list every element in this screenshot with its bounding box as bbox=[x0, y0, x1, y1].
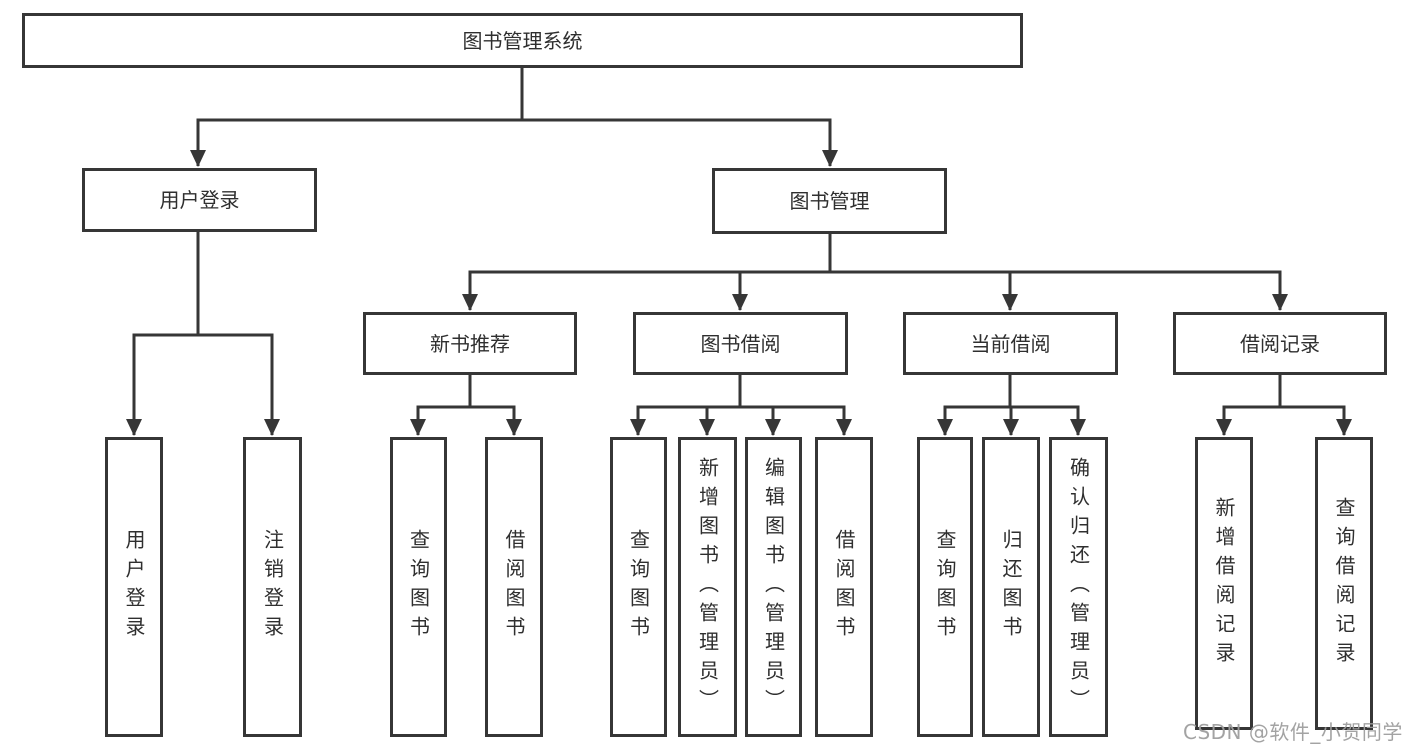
leaf-newrec-borrow-books: 借阅图书 bbox=[485, 437, 543, 737]
leaf-record-add-borrow-record: 新增借阅记录 bbox=[1195, 437, 1253, 730]
leaf-label: 归还图书 bbox=[999, 529, 1023, 645]
leaf-label: 确认归还（管理员） bbox=[1066, 456, 1091, 718]
leaf-borrow-edit-book-admin: 编辑图书（管理员） bbox=[745, 437, 802, 737]
leaf-label: 用户登录 bbox=[122, 529, 146, 645]
node-library-management-system: 图书管理系统 bbox=[22, 13, 1023, 68]
leaf-label: 新增借阅记录 bbox=[1212, 496, 1236, 671]
node-label: 新书推荐 bbox=[430, 331, 510, 356]
node-new-book-recommend: 新书推荐 bbox=[363, 312, 577, 375]
leaf-label: 借阅图书 bbox=[502, 529, 526, 645]
leaf-user-login: 用户登录 bbox=[105, 437, 163, 737]
leaf-label: 查询图书 bbox=[406, 529, 431, 645]
node-user-login: 用户登录 bbox=[82, 168, 317, 232]
leaf-borrow-query-books: 查询图书 bbox=[610, 437, 667, 737]
leaf-label: 查询图书 bbox=[626, 529, 651, 645]
csdn-watermark: CSDN @软件_小贺同学 bbox=[1183, 720, 1403, 744]
node-book-management: 图书管理 bbox=[712, 168, 947, 234]
node-label: 图书管理 bbox=[789, 189, 870, 213]
leaf-borrow-borrow-books: 借阅图书 bbox=[815, 437, 873, 737]
leaf-borrow-add-book-admin: 新增图书（管理员） bbox=[678, 437, 737, 737]
leaf-label: 查询图书 bbox=[933, 529, 957, 645]
node-book-borrowing: 图书借阅 bbox=[633, 312, 848, 375]
leaf-label: 新增图书（管理员） bbox=[695, 456, 720, 718]
node-label: 图书借阅 bbox=[700, 331, 781, 356]
leaf-newrec-query-books: 查询图书 bbox=[390, 437, 447, 737]
leaf-label: 编辑图书（管理员） bbox=[761, 456, 786, 718]
leaf-current-query-books: 查询图书 bbox=[917, 437, 973, 737]
node-label: 当前借阅 bbox=[970, 331, 1051, 356]
node-current-borrowing: 当前借阅 bbox=[903, 312, 1118, 375]
node-label: 用户登录 bbox=[159, 188, 240, 212]
leaf-label: 借阅图书 bbox=[832, 529, 856, 645]
leaf-current-confirm-return-admin: 确认归还（管理员） bbox=[1049, 437, 1108, 737]
node-borrowing-records: 借阅记录 bbox=[1173, 312, 1387, 375]
leaf-label: 查询借阅记录 bbox=[1332, 496, 1356, 671]
node-label: 借阅记录 bbox=[1240, 331, 1320, 356]
leaf-label: 注销登录 bbox=[260, 529, 285, 645]
leaf-logout: 注销登录 bbox=[243, 437, 302, 737]
leaf-record-query-borrow-record: 查询借阅记录 bbox=[1315, 437, 1373, 730]
node-label: 图书管理系统 bbox=[462, 28, 583, 53]
leaf-current-return-books: 归还图书 bbox=[982, 437, 1040, 737]
